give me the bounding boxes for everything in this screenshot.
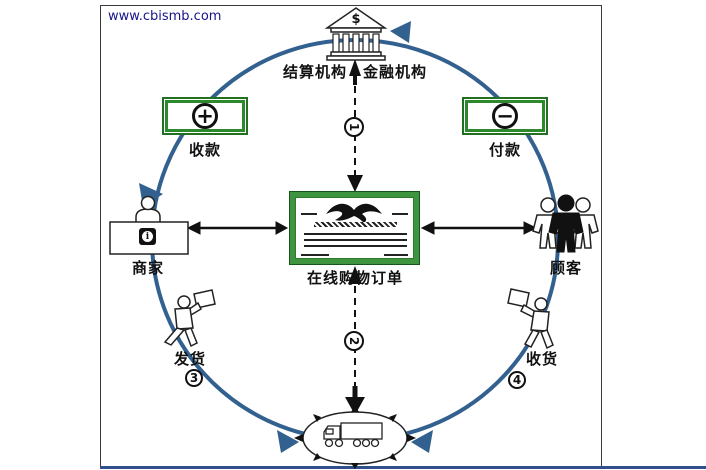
- step-marker-1: 1: [344, 117, 364, 137]
- distribution-arrows-icon: [294, 406, 416, 469]
- receive-payment-label: 收款: [188, 141, 221, 159]
- arrowhead-to-truck-right-icon: [411, 430, 433, 453]
- cert-line: [304, 233, 407, 235]
- minus-circle-icon: −: [492, 103, 518, 129]
- customer-group-icon: [532, 194, 599, 253]
- payment-label: 付款: [488, 141, 521, 159]
- bank-icon: [324, 7, 388, 61]
- shipping-courier-icon: [163, 289, 216, 348]
- plus-circle-icon: +: [192, 103, 218, 129]
- watermark-url: www.cbismb.com: [108, 9, 222, 24]
- arrowhead-to-truck-left-icon: [277, 430, 299, 453]
- receiving-courier-icon: [507, 288, 554, 350]
- cert-signature-left: [301, 254, 329, 256]
- cert-signature-right: [384, 254, 408, 256]
- cert-dash-left: [301, 213, 317, 215]
- bank-label-left: 结算机构: [282, 63, 347, 81]
- step-marker-2: 2: [344, 331, 364, 351]
- eagle-emblem-icon: [326, 203, 382, 223]
- step-marker-4: 4: [508, 371, 526, 389]
- logistics-truck-icon: [294, 406, 416, 469]
- shipping-label: 发货: [173, 350, 206, 368]
- payment-box: −: [462, 97, 548, 135]
- cert-line: [304, 245, 407, 247]
- customer-label: 顾客: [549, 259, 582, 277]
- receive-payment-box: +: [162, 97, 248, 135]
- diagram-border: [100, 5, 602, 467]
- dollar-sign: $: [351, 12, 361, 27]
- order-label: 在线购物订单: [306, 269, 403, 287]
- bottom-rule: [100, 466, 706, 469]
- arrowhead-to-bank-icon: [390, 21, 411, 43]
- cert-line: [304, 239, 407, 241]
- receiving-label: 收货: [525, 350, 558, 368]
- order-certificate: [289, 191, 420, 265]
- bank-label-right: 金融机构: [363, 63, 428, 81]
- merchant-order-arrow: [186, 221, 289, 235]
- bank-order-dashed-link: [347, 59, 363, 192]
- info-glyph: i: [142, 231, 153, 242]
- merchant-label: 商家: [131, 259, 164, 277]
- info-tile-icon: i: [139, 228, 156, 245]
- merchant-counter-icon: [109, 195, 189, 255]
- step-marker-3: 3: [185, 369, 203, 387]
- order-customer-arrow: [420, 221, 538, 235]
- cert-dash-right: [392, 213, 408, 215]
- cert-hatch-band: [314, 222, 397, 227]
